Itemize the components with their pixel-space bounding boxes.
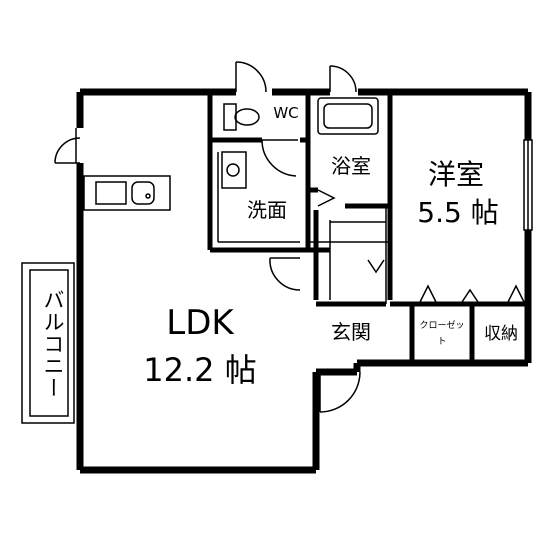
interior-walls (207, 92, 528, 363)
thin-lines (21, 128, 533, 424)
room-storage-name: 収納 (484, 324, 518, 344)
room-balcony-name: バルコニー (41, 289, 65, 399)
door-entrance (319, 371, 361, 413)
door-top-bath (329, 65, 357, 93)
room-western-name: 洋室 (427, 158, 484, 191)
door-bath (317, 189, 336, 207)
door-western (367, 259, 385, 274)
wash-basin-icon (221, 151, 247, 189)
room-ldk-name: LDK (166, 303, 234, 343)
room-western-size: 5.5 帖 (417, 196, 499, 229)
room-closet-name: クローゼット (419, 321, 465, 348)
room-bath-name: 浴室 (331, 154, 371, 178)
door-wc (261, 139, 298, 177)
bathtub-icon (317, 97, 379, 135)
doors (54, 61, 525, 413)
walls (76, 88, 532, 474)
room-entrance-name: 玄関 (331, 320, 371, 344)
room-ldk-size: 12.2 帖 (143, 351, 257, 389)
room-wc-name: WC (273, 104, 299, 122)
door-left-window (54, 137, 81, 164)
door-storage (507, 284, 525, 303)
fixtures (221, 97, 379, 189)
door-ldk (269, 257, 301, 291)
door-closet (419, 284, 437, 303)
toilet-icon (223, 103, 260, 131)
door-top-main (235, 61, 267, 93)
door-closet-2 (461, 288, 479, 303)
room-washroom-name: 洗面 (247, 198, 287, 222)
